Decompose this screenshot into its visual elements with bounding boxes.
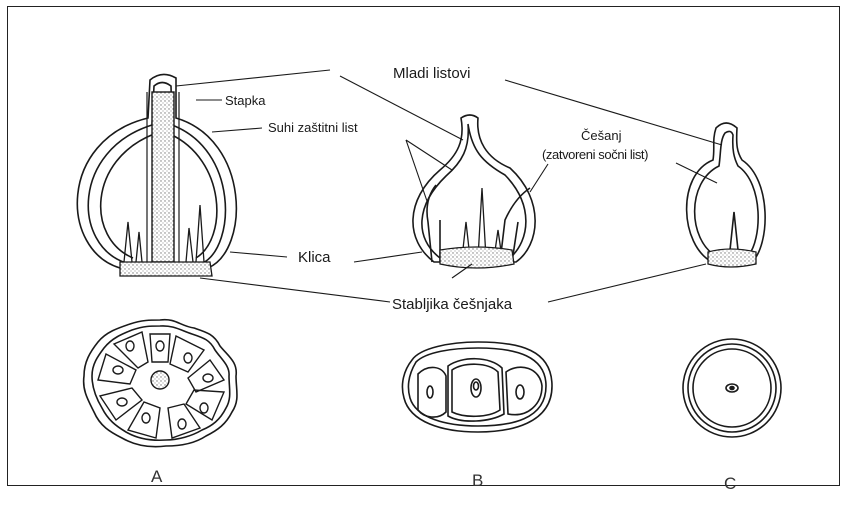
label-klica: Klica bbox=[298, 250, 331, 265]
clove-b-section bbox=[413, 115, 535, 262]
clove-c-section bbox=[687, 123, 766, 262]
clove-b-basal-plate bbox=[440, 247, 514, 268]
label-stabljika-cesnjaka: Stabljika češnjaka bbox=[392, 297, 512, 312]
label-suhi-zastitni-list: Suhi zaštitni list bbox=[268, 121, 358, 134]
label-mladi-listovi: Mladi listovi bbox=[393, 66, 471, 81]
cross-section-a-cloves bbox=[98, 332, 224, 438]
label-cesanj: Češanj bbox=[581, 129, 621, 142]
label-letter-c: C bbox=[724, 475, 736, 492]
label-letter-a: A bbox=[151, 468, 162, 485]
clove-c-basal-plate bbox=[708, 249, 756, 267]
label-letter-b: B bbox=[472, 472, 483, 489]
cross-section-c bbox=[683, 339, 781, 437]
bulb-a-stem bbox=[147, 92, 179, 262]
label-stapka: Stapka bbox=[225, 94, 265, 107]
label-zatvoreni-socni-list: (zatvoreni sočni list) bbox=[542, 148, 648, 161]
bulb-a-basal-plate bbox=[120, 262, 212, 276]
cross-section-b bbox=[402, 342, 552, 432]
